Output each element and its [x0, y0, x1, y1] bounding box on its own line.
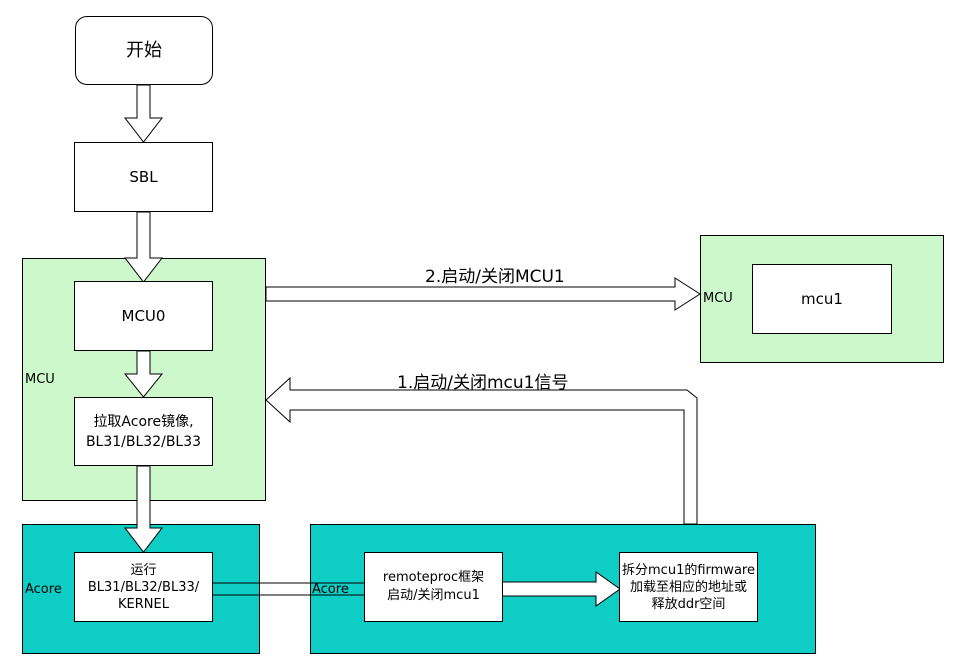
edge-label-signal: 1.启动/关闭mcu1信号 — [397, 373, 569, 393]
run-line-2: BL31/BL32/BL33/ — [87, 579, 200, 595]
arrow-start-to-sbl — [123, 84, 164, 143]
pull-acore-line-2: BL31/BL32/BL33 — [85, 433, 202, 450]
start-label: 开始 — [126, 39, 162, 61]
sbl-node: SBL — [74, 142, 213, 212]
run-line-3: KERNEL — [118, 596, 169, 612]
acore-right-label: Acore — [312, 582, 349, 597]
arrow-remoteproc-to-firmware — [501, 571, 621, 607]
arrow-sbl-to-mcu0 — [123, 211, 164, 283]
arrow-signal — [265, 376, 698, 525]
mcu-right-label: MCU — [703, 291, 733, 306]
sbl-label: SBL — [129, 168, 158, 186]
remoteproc-line-1: remoteproc框架 — [382, 570, 485, 585]
firmware-line-1: 拆分mcu1的firmware — [622, 562, 755, 578]
run-node: 运行 BL31/BL32/BL33/ KERNEL — [74, 552, 213, 622]
remoteproc-node: remoteproc框架 启动/关闭mcu1 — [364, 552, 503, 622]
mcu1-label: mcu1 — [801, 290, 843, 308]
firmware-node: 拆分mcu1的firmware 加载至相应的地址或 释放ddr空间 — [619, 552, 758, 622]
mcu0-node: MCU0 — [74, 281, 213, 351]
firmware-line-3: 释放ddr空间 — [651, 596, 726, 612]
mcu1-node: mcu1 — [752, 264, 892, 334]
acore-left-label: Acore — [25, 582, 62, 597]
run-line-1: 运行 — [130, 562, 157, 578]
pull-acore-line-1: 拉取Acore镜像, — [93, 413, 194, 430]
mcu0-label: MCU0 — [121, 307, 166, 325]
mcu-left-label: MCU — [25, 372, 55, 387]
edge-label-to-mcu1: 2.启动/关闭MCU1 — [425, 267, 565, 287]
start-node: 开始 — [75, 16, 213, 85]
arrow-to-mcu1 — [265, 277, 701, 311]
remoteproc-line-2: 启动/关闭mcu1 — [387, 588, 480, 603]
pull-acore-node: 拉取Acore镜像, BL31/BL32/BL33 — [74, 397, 213, 466]
arrow-pull-to-run — [123, 465, 164, 553]
firmware-line-2: 加载至相应的地址或 — [629, 579, 747, 595]
arrow-mcu0-to-pull — [123, 350, 164, 398]
